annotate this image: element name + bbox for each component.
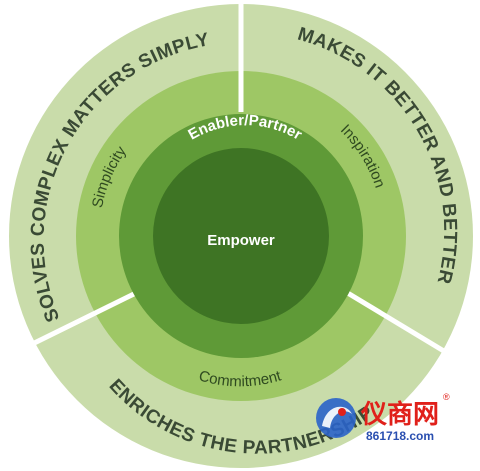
- core-circle: [153, 148, 329, 324]
- watermark-emblem-icon: [316, 398, 356, 438]
- divider-lower-right: [344, 289, 464, 365]
- watermark-url: 861718.com: [366, 429, 434, 443]
- divider-lower-left: [8, 287, 144, 358]
- core-label: Empower: [207, 232, 275, 249]
- watermark-registered: ®: [443, 392, 450, 402]
- watermark-logo: 仪商网 ® 861718.com: [316, 392, 450, 443]
- middle-label-bottom: Commitment: [197, 367, 284, 390]
- watermark-name: 仪商网: [360, 399, 439, 430]
